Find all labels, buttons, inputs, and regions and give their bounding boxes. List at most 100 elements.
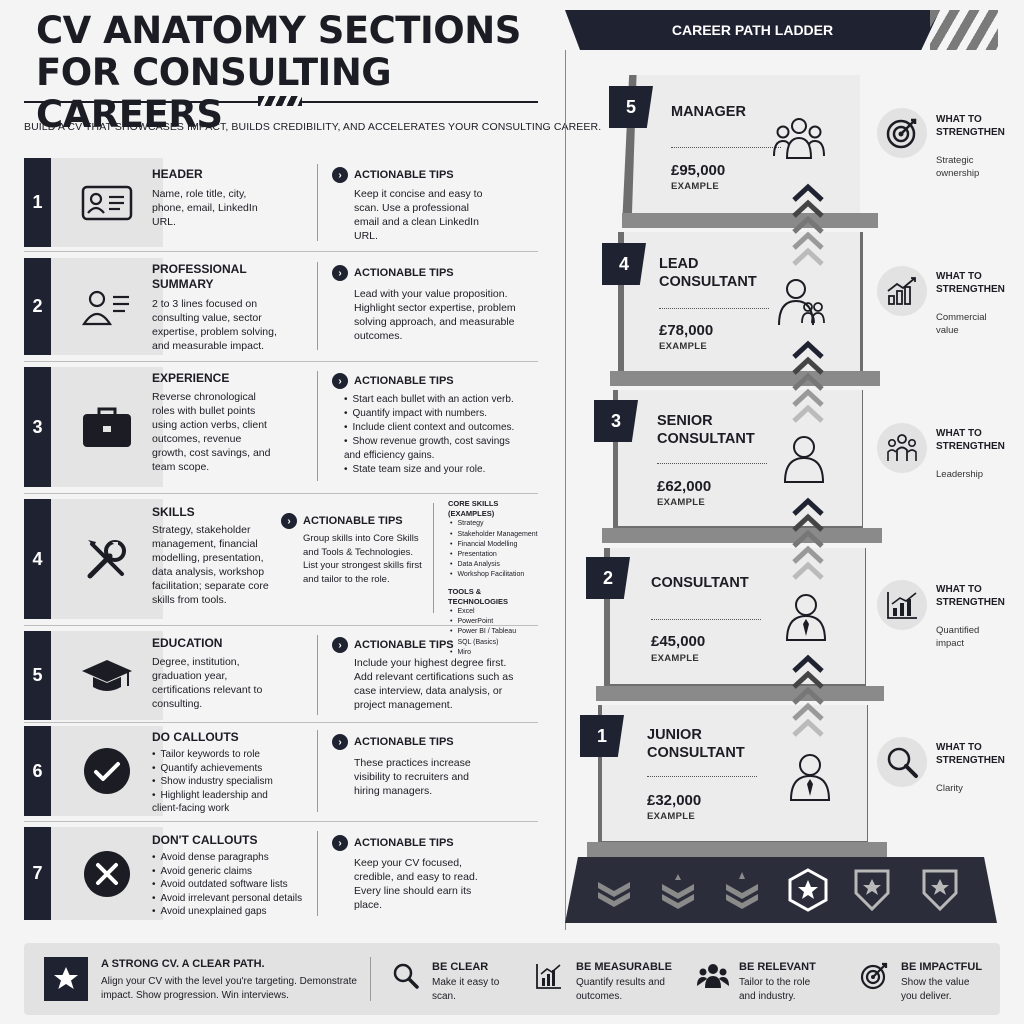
section-body: 2 to 3 lines focused on consulting value…: [152, 298, 277, 352]
tips-body: Keep it concise and easy to scan. Use a …: [354, 188, 483, 242]
rank-shield-icon: [854, 869, 890, 912]
step-title: LEAD CONSULTANT: [659, 256, 757, 290]
list-item: Avoid unexplained gaps: [152, 905, 312, 919]
section-number: 2: [24, 258, 51, 355]
section-number: 5: [24, 631, 51, 720]
step-face-panel: [618, 390, 862, 526]
section-body: Degree, institution, graduation year, ce…: [152, 656, 263, 710]
icon-panel: [51, 827, 163, 920]
step-shelf: [622, 213, 878, 228]
column-divider: [317, 164, 318, 241]
section-do-row: 6 DO CALLOUTS Tailor keywords to role Qu…: [24, 726, 538, 816]
list-item: Start each bullet with an action verb.: [344, 393, 529, 407]
footer-item-body: Quantify results and outcomes.: [576, 977, 665, 1002]
list-item: Workshop Facilitation: [450, 570, 543, 580]
section-title: DON'T CALLOUTS: [152, 833, 258, 847]
core-skills-heading: CORE SKILLS (EXAMPLES): [448, 499, 499, 519]
list-item: Include client context and outcomes.: [344, 421, 529, 435]
leader-team-icon: [778, 279, 825, 326]
page-subtitle: BUILD A CV THAT SHOWCASES IMPACT, BUILDS…: [24, 121, 602, 133]
ladder-stripes-decoration: [930, 10, 998, 50]
dotted-rule: [671, 147, 781, 148]
step-salary: £95,000: [671, 162, 726, 179]
step-example-label: EXAMPLE: [651, 653, 700, 664]
step-number: 2: [586, 557, 630, 599]
step-title: JUNIOR CONSULTANT: [647, 727, 745, 761]
progression-chevrons-icon: [792, 654, 824, 737]
strengthen-text: Quantified impact: [936, 625, 980, 649]
section-summary-row: 2 PROFESSIONAL SUMMARY 2 to 3 lines focu…: [24, 258, 538, 355]
tips-heading: ›ACTIONABLE TIPS: [332, 373, 454, 389]
chevron-right-icon: ›: [332, 734, 348, 750]
tips-heading: ›ACTIONABLE TIPS: [332, 734, 454, 750]
chevron-right-icon: ›: [281, 513, 297, 529]
section-number: 4: [24, 499, 51, 619]
magnifier-icon: [393, 963, 419, 989]
list-item: Avoid generic claims: [152, 865, 312, 879]
dotted-rule: [657, 463, 767, 464]
briefcase-icon: [83, 407, 131, 447]
section-education-row: 5 EDUCATION Degree, institution, graduat…: [24, 631, 538, 720]
icon-panel: [51, 258, 163, 355]
title-stripes-decoration: [258, 96, 302, 106]
row-separator: [24, 251, 538, 252]
chevron-right-icon: ›: [332, 835, 348, 851]
section-number: 6: [24, 726, 51, 816]
step-face-panel: [624, 232, 860, 372]
step-face-panel: [602, 705, 867, 841]
strengthen-heading: WHAT TO STRENGTHEN: [936, 114, 1005, 138]
tips-heading: ›ACTIONABLE TIPS: [281, 513, 403, 529]
step-shelf: [587, 842, 887, 857]
step-title: MANAGER: [671, 104, 746, 120]
person-icon: [783, 436, 825, 483]
column-divider: [317, 635, 318, 715]
strengthen-text: Strategic ownership: [936, 155, 980, 179]
bar-chart-icon: [877, 580, 927, 630]
footer-item-title: BE RELEVANT: [739, 961, 816, 973]
x-circle-icon: [84, 850, 130, 897]
list-item: Avoid dense paragraphs: [152, 851, 312, 865]
row-separator: [24, 361, 538, 362]
dotted-rule: [651, 619, 761, 620]
section-title: EXPERIENCE: [152, 371, 230, 385]
list-item: Miro: [450, 648, 543, 658]
column-divider: [433, 503, 434, 613]
tips-body: Lead with your value proposition. Highli…: [354, 288, 516, 342]
step-example-label: EXAMPLE: [671, 181, 720, 192]
section-number: 1: [24, 158, 51, 247]
icon-panel: [51, 158, 163, 247]
magnifier-icon: [877, 737, 927, 787]
footer-item-body: Show the value you deliver.: [901, 977, 970, 1002]
section-experience-row: 3 EXPERIENCE Reverse chronological roles…: [24, 367, 538, 487]
section-dont-row: 7 DON'T CALLOUTS Avoid dense paragraphs …: [24, 827, 538, 920]
icon-panel: [51, 499, 163, 619]
person-tie-icon: [785, 594, 827, 641]
list-item: Avoid outdated software lists: [152, 878, 312, 892]
target-icon: [877, 108, 927, 158]
footer-divider: [370, 957, 371, 1001]
step-number: 5: [609, 86, 653, 128]
footer-item-title: BE CLEAR: [432, 961, 489, 973]
graduation-cap-icon: [82, 659, 132, 691]
footer-item-body: Tailor to the role and industry.: [739, 977, 811, 1002]
step-number: 3: [594, 400, 638, 442]
tips-body: Include your highest degree first. Add r…: [354, 657, 514, 711]
tips-heading: ›ACTIONABLE TIPS: [332, 167, 454, 183]
row-separator: [24, 722, 538, 723]
check-circle-icon: [84, 748, 130, 794]
ladder-title: CAREER PATH LADDER: [671, 22, 834, 38]
dotted-rule: [659, 308, 769, 309]
strengthen-heading: WHAT TO STRENGTHEN: [936, 271, 1005, 295]
strengthen-heading: WHAT TO STRENGTHEN: [936, 584, 1005, 608]
icon-panel: [51, 367, 163, 487]
footer-title: A STRONG CV. A CLEAR PATH.: [101, 958, 265, 970]
column-divider: [317, 371, 318, 481]
rank-shield-icon: [922, 869, 958, 912]
section-number: 7: [24, 827, 51, 920]
chevron-right-icon: ›: [332, 637, 348, 653]
footer-item-body: Make it easy to scan.: [432, 977, 500, 1002]
column-divider: [317, 730, 318, 812]
tools-icon: [87, 540, 126, 579]
strengthen-heading: WHAT TO STRENGTHEN: [936, 742, 1005, 766]
list-item: SQL (Basics): [450, 638, 543, 648]
